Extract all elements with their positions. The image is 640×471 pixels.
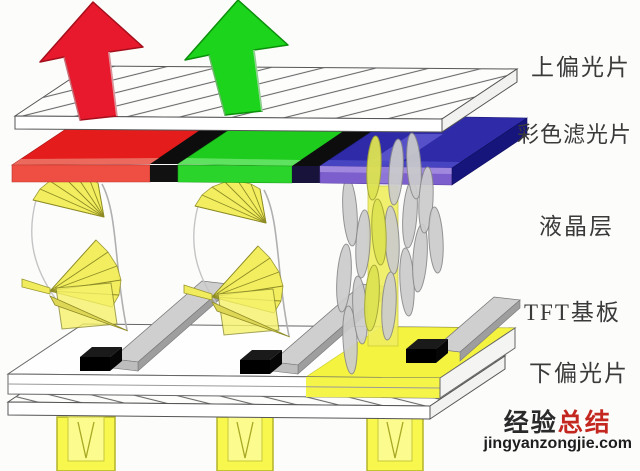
lc-molecules-vertical-upper	[366, 132, 444, 274]
polarized-light-plane	[55, 282, 118, 330]
tft-block	[406, 339, 448, 363]
backlight-beam	[366, 416, 424, 471]
label-color-filter: 彩色滤光片	[517, 122, 633, 147]
watermark-site-url: jingyanzongjie.com	[483, 435, 632, 453]
watermark-brand-red: 总结	[557, 409, 612, 437]
backlight-beam	[56, 416, 116, 471]
watermark-brand-black: 经验	[503, 409, 558, 437]
label-liquid-crystal-layer: 液晶层	[539, 214, 614, 239]
polarized-light-plane	[217, 288, 280, 336]
lc-twist-green-pixel	[183, 180, 291, 338]
lc-molecules-vertical	[336, 177, 428, 375]
watermark-brand: 经验总结	[484, 410, 632, 436]
backlight-beams	[56, 416, 424, 471]
upper-polarizer-plate	[13, 65, 519, 133]
green-light-arrow	[184, 0, 289, 116]
label-upper-polarizer: 上偏光片	[531, 55, 631, 80]
red-light-arrow	[39, 1, 144, 121]
watermark: 经验总结 jingyanzongjie.com	[484, 410, 632, 453]
label-lower-polarizer: 下偏光片	[529, 361, 629, 386]
tft-block	[240, 350, 282, 374]
electrode-bar	[433, 296, 521, 362]
tft-block	[80, 347, 122, 371]
backlight-beam	[216, 416, 274, 471]
label-tft-substrate: TFT基板	[524, 300, 621, 325]
lc-twist-red-pixel	[21, 174, 129, 332]
